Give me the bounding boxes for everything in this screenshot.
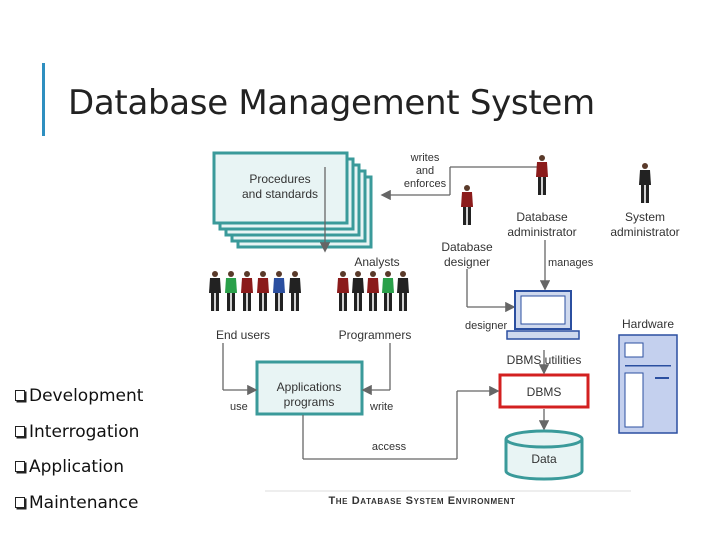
edge-label-manages: manages — [548, 257, 594, 269]
bullet-label: Development — [29, 386, 144, 406]
database-designer-icon — [461, 185, 473, 225]
checkbox-bullet-icon — [15, 461, 25, 472]
edge-label-designer: designer — [465, 320, 508, 332]
database-administrator-label: administrator — [507, 225, 576, 239]
checkbox-bullet-icon — [15, 496, 25, 508]
database-system-environment-diagram: Procedures and standards writes and enfo… — [209, 151, 680, 507]
system-administrator-label: administrator — [610, 225, 679, 239]
data-cylinder-icon — [504, 429, 584, 481]
database-designer-label: Database — [441, 240, 493, 254]
bullet-item: Maintenance — [15, 493, 143, 529]
checkbox-bullet-icon — [15, 390, 25, 401]
applications-label: programs — [284, 395, 335, 409]
edge-label-access: access — [372, 441, 407, 453]
title-accent-bar — [42, 63, 45, 136]
bullet-item: Application — [15, 457, 143, 493]
procedures-label: Procedures — [249, 172, 310, 186]
system-administrator-icon — [639, 163, 651, 203]
bullet-item: Development — [15, 386, 143, 422]
bullet-label: Maintenance — [29, 492, 139, 513]
database-administrator-icon — [536, 155, 548, 195]
data-label: Data — [531, 452, 557, 466]
system-administrator-label: System — [625, 210, 665, 224]
edge-label-writes: writes — [410, 152, 440, 164]
database-designer-label: designer — [444, 255, 490, 269]
end-users-group-icon — [209, 271, 301, 311]
analysts-label: Analysts — [354, 255, 399, 269]
hardware-server-icon — [618, 334, 678, 434]
edge-label-write: write — [369, 401, 393, 413]
bullet-item: Interrogation — [15, 422, 143, 458]
database-administrator-label: Database — [516, 210, 568, 224]
slide-title: Database Management System — [68, 82, 595, 123]
hardware-label: Hardware — [622, 317, 674, 331]
bullet-list: Development Interrogation Application Ma… — [15, 386, 143, 528]
analysts-group-icon — [337, 271, 409, 311]
programmers-label: Programmers — [339, 328, 412, 342]
dbms-box — [498, 373, 590, 409]
bullet-label: Interrogation — [29, 421, 140, 442]
dbms-label: DBMS — [527, 385, 562, 399]
procedures-label: and standards — [242, 187, 318, 201]
checkbox-bullet-icon — [15, 425, 25, 437]
computer-icon — [506, 290, 580, 340]
applications-label: Applications — [277, 380, 342, 394]
end-users-label: End users — [216, 328, 270, 342]
bullet-label: Application — [29, 457, 124, 477]
edge-label-use: use — [230, 401, 248, 413]
procedures-stack: Procedures and standards — [212, 151, 373, 249]
diagram-caption: The Database System Environment — [328, 495, 515, 507]
edge-label-writes: and — [416, 165, 434, 177]
edge-label-writes: enforces — [404, 178, 447, 190]
